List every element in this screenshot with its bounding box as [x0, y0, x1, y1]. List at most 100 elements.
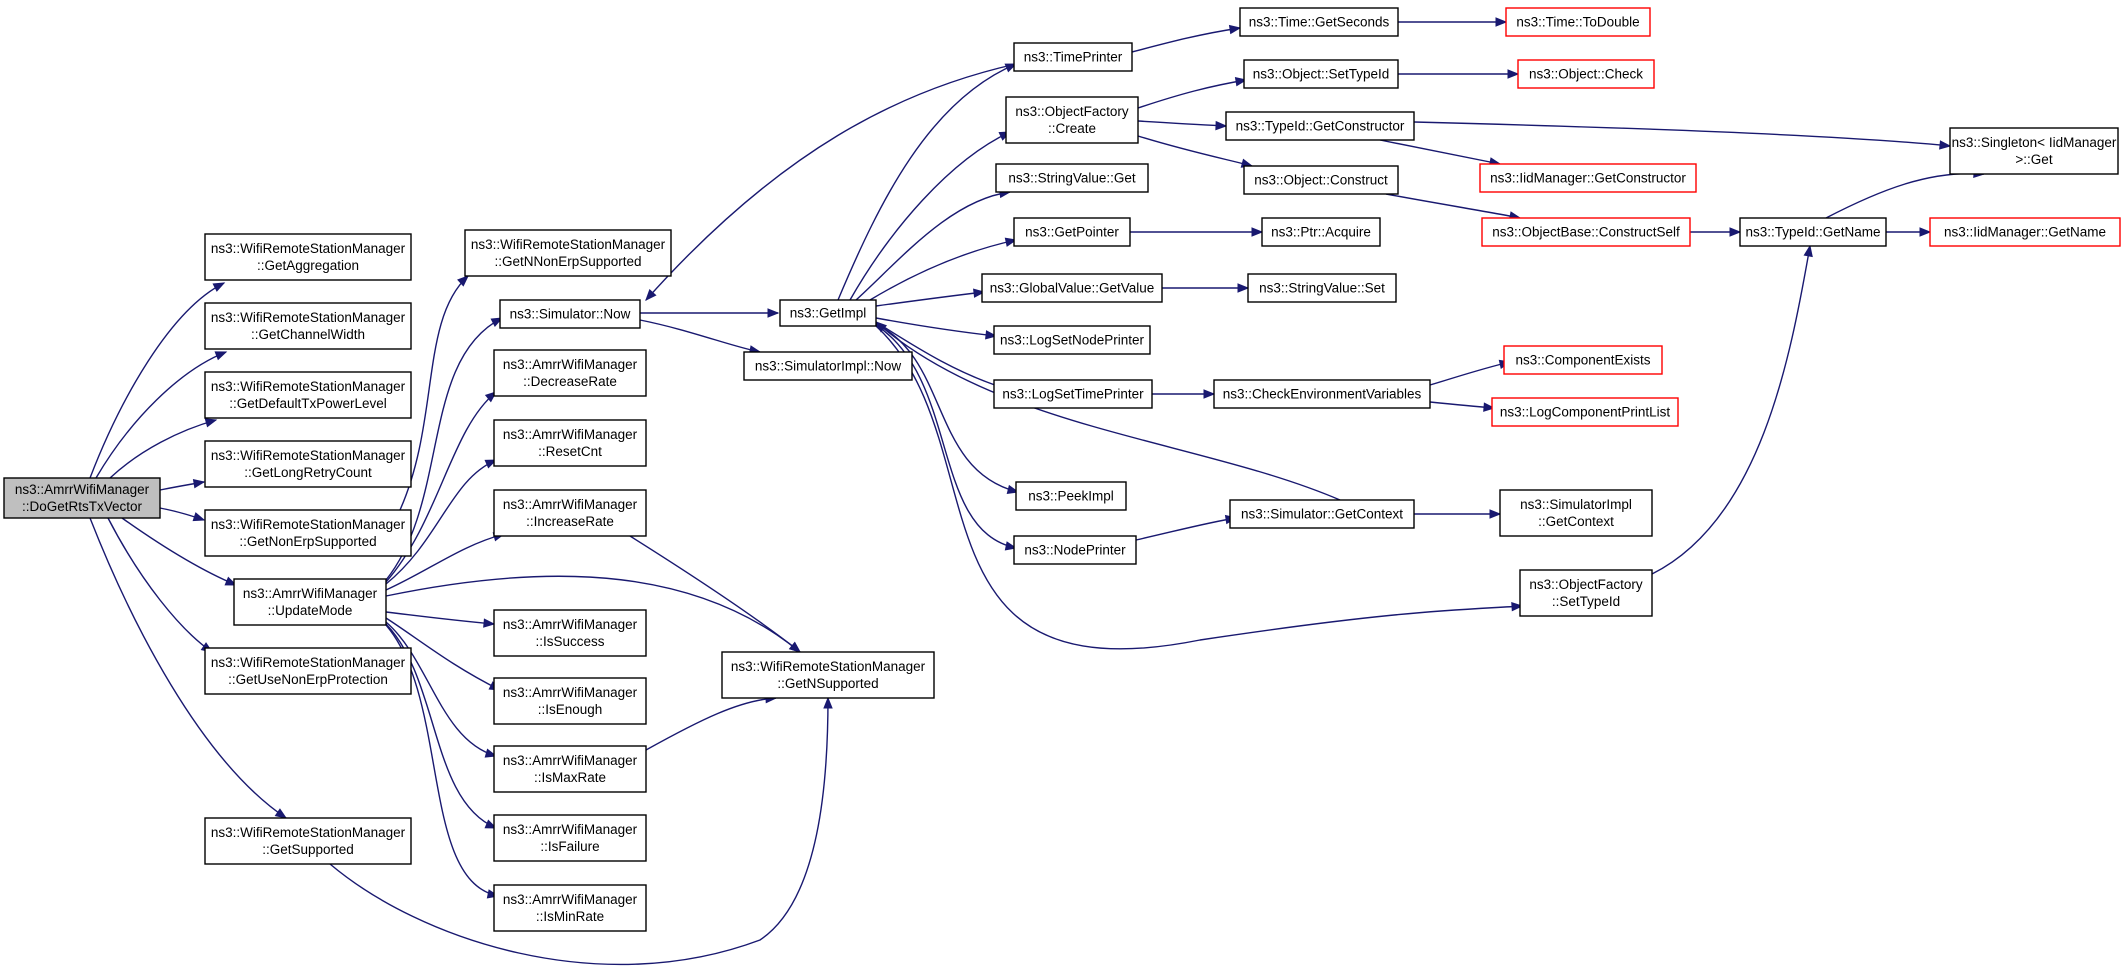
node-box[interactable]	[204, 509, 412, 557]
node-iidGetName[interactable]: ns3::IidManager::GetName	[1929, 217, 2121, 247]
node-isMinRate[interactable]: ns3::AmrrWifiManager::IsMinRate	[493, 884, 647, 932]
node-objectFactoryCreate[interactable]: ns3::ObjectFactory::Create	[1005, 96, 1139, 144]
node-box[interactable]	[493, 349, 647, 397]
node-peekImpl[interactable]: ns3::PeekImpl	[1015, 481, 1127, 511]
node-getDefaultTxPowerLevel[interactable]: ns3::WifiRemoteStationManager::GetDefaul…	[204, 371, 412, 419]
node-box[interactable]	[204, 440, 412, 488]
node-simulatorImplNow[interactable]: ns3::SimulatorImpl::Now	[743, 351, 913, 381]
node-box[interactable]	[1481, 217, 1691, 247]
node-objectSetTypeId[interactable]: ns3::Object::SetTypeId	[1243, 59, 1399, 89]
node-getLongRetryCount[interactable]: ns3::WifiRemoteStationManager::GetLongRe…	[204, 440, 412, 488]
node-logSetNodePrinter[interactable]: ns3::LogSetNodePrinter	[993, 325, 1151, 355]
node-box[interactable]	[1503, 345, 1663, 375]
node-timeGetSeconds[interactable]: ns3::Time::GetSeconds	[1239, 7, 1399, 37]
node-singletonGet[interactable]: ns3::Singleton< IidManager >::Get	[1949, 127, 2119, 175]
node-objectConstruct[interactable]: ns3::Object::Construct	[1243, 165, 1399, 195]
node-box[interactable]	[993, 325, 1151, 355]
node-box[interactable]	[204, 233, 412, 281]
node-box[interactable]	[1013, 217, 1131, 247]
node-typeIdGetName[interactable]: ns3::TypeId::GetName	[1739, 217, 1887, 247]
node-box[interactable]	[204, 302, 412, 350]
node-getUseNonErpProtection[interactable]: ns3::WifiRemoteStationManager::GetUseNon…	[204, 647, 412, 695]
node-box[interactable]	[204, 817, 412, 865]
node-logSetTimePrinter[interactable]: ns3::LogSetTimePrinter	[993, 379, 1153, 409]
node-box[interactable]	[743, 351, 913, 381]
node-box[interactable]	[1247, 273, 1397, 303]
node-isFailure[interactable]: ns3::AmrrWifiManager::IsFailure	[493, 814, 647, 862]
node-box[interactable]	[499, 299, 641, 329]
node-getChannelWidth[interactable]: ns3::WifiRemoteStationManager::GetChanne…	[204, 302, 412, 350]
node-stringValueGet[interactable]: ns3::StringValue::Get	[995, 163, 1149, 193]
node-getNSupported[interactable]: ns3::WifiRemoteStationManager::GetNSuppo…	[721, 651, 935, 699]
node-root[interactable]: ns3::AmrrWifiManager::DoGetRtsTxVector	[3, 477, 161, 519]
node-box[interactable]	[1519, 569, 1653, 617]
node-box[interactable]	[1013, 535, 1137, 565]
node-box[interactable]	[493, 419, 647, 467]
node-globalValueGetValue[interactable]: ns3::GlobalValue::GetValue	[981, 273, 1163, 303]
node-box[interactable]	[1015, 481, 1127, 511]
node-box[interactable]	[1505, 7, 1651, 37]
node-objectCheck[interactable]: ns3::Object::Check	[1517, 59, 1655, 89]
node-box[interactable]	[1213, 379, 1431, 409]
node-box[interactable]	[1739, 217, 1887, 247]
node-timePrinter[interactable]: ns3::TimePrinter	[1013, 42, 1133, 72]
node-simulatorImplGetContext[interactable]: ns3::SimulatorImpl::GetContext	[1499, 489, 1653, 537]
node-box[interactable]	[1239, 7, 1399, 37]
node-decreaseRate[interactable]: ns3::AmrrWifiManager::DecreaseRate	[493, 349, 647, 397]
node-iidGetConstructor[interactable]: ns3::IidManager::GetConstructor	[1479, 163, 1697, 193]
node-box[interactable]	[1013, 42, 1133, 72]
node-box[interactable]	[493, 677, 647, 725]
node-getSupported[interactable]: ns3::WifiRemoteStationManager::GetSuppor…	[204, 817, 412, 865]
node-box[interactable]	[493, 609, 647, 657]
node-box[interactable]	[1243, 165, 1399, 195]
node-box[interactable]	[993, 379, 1153, 409]
node-box[interactable]	[233, 578, 387, 626]
node-getNNonErpSupported[interactable]: ns3::WifiRemoteStationManager::GetNNonEr…	[464, 229, 672, 277]
node-box[interactable]	[995, 163, 1149, 193]
node-increaseRate[interactable]: ns3::AmrrWifiManager::IncreaseRate	[493, 489, 647, 537]
node-box[interactable]	[1005, 96, 1139, 144]
node-box[interactable]	[1479, 163, 1697, 193]
node-box[interactable]	[204, 647, 412, 695]
node-box[interactable]	[493, 884, 647, 932]
node-box[interactable]	[1499, 489, 1653, 537]
node-box[interactable]	[493, 814, 647, 862]
node-objectBaseConstructSelf[interactable]: ns3::ObjectBase::ConstructSelf	[1481, 217, 1691, 247]
node-checkEnvVars[interactable]: ns3::CheckEnvironmentVariables	[1213, 379, 1431, 409]
node-box[interactable]	[779, 299, 877, 327]
node-typeIdGetConstructor[interactable]: ns3::TypeId::GetConstructor	[1225, 111, 1415, 141]
node-box[interactable]	[1929, 217, 2121, 247]
node-box[interactable]	[1243, 59, 1399, 89]
node-getNonErpSupported[interactable]: ns3::WifiRemoteStationManager::GetNonErp…	[204, 509, 412, 557]
node-objectFactorySetTypeId[interactable]: ns3::ObjectFactory::SetTypeId	[1519, 569, 1653, 617]
node-timeToDouble[interactable]: ns3::Time::ToDouble	[1505, 7, 1651, 37]
node-box[interactable]	[493, 745, 647, 793]
node-ptrAcquire[interactable]: ns3::Ptr::Acquire	[1261, 217, 1381, 247]
node-box[interactable]	[3, 477, 161, 519]
node-box[interactable]	[1229, 499, 1415, 529]
node-box[interactable]	[1517, 59, 1655, 89]
node-getAggregation[interactable]: ns3::WifiRemoteStationManager::GetAggreg…	[204, 233, 412, 281]
node-stringValueSet[interactable]: ns3::StringValue::Set	[1247, 273, 1397, 303]
node-box[interactable]	[493, 489, 647, 537]
node-box[interactable]	[1949, 127, 2119, 175]
node-box[interactable]	[464, 229, 672, 277]
node-box[interactable]	[1491, 397, 1679, 427]
node-getPointer[interactable]: ns3::GetPointer	[1013, 217, 1131, 247]
node-isEnough[interactable]: ns3::AmrrWifiManager::IsEnough	[493, 677, 647, 725]
node-updateMode[interactable]: ns3::AmrrWifiManager::UpdateMode	[233, 578, 387, 626]
node-simulatorGetContext[interactable]: ns3::Simulator::GetContext	[1229, 499, 1415, 529]
node-isSuccess[interactable]: ns3::AmrrWifiManager::IsSuccess	[493, 609, 647, 657]
node-logComponentPrintList[interactable]: ns3::LogComponentPrintList	[1491, 397, 1679, 427]
node-box[interactable]	[1225, 111, 1415, 141]
node-box[interactable]	[204, 371, 412, 419]
node-box[interactable]	[1261, 217, 1381, 247]
node-componentExists[interactable]: ns3::ComponentExists	[1503, 345, 1663, 375]
node-simulatorNow[interactable]: ns3::Simulator::Now	[499, 299, 641, 329]
node-box[interactable]	[721, 651, 935, 699]
node-resetCnt[interactable]: ns3::AmrrWifiManager::ResetCnt	[493, 419, 647, 467]
node-nodePrinter[interactable]: ns3::NodePrinter	[1013, 535, 1137, 565]
node-isMaxRate[interactable]: ns3::AmrrWifiManager::IsMaxRate	[493, 745, 647, 793]
node-getImpl[interactable]: ns3::GetImpl	[779, 299, 877, 327]
node-box[interactable]	[981, 273, 1163, 303]
